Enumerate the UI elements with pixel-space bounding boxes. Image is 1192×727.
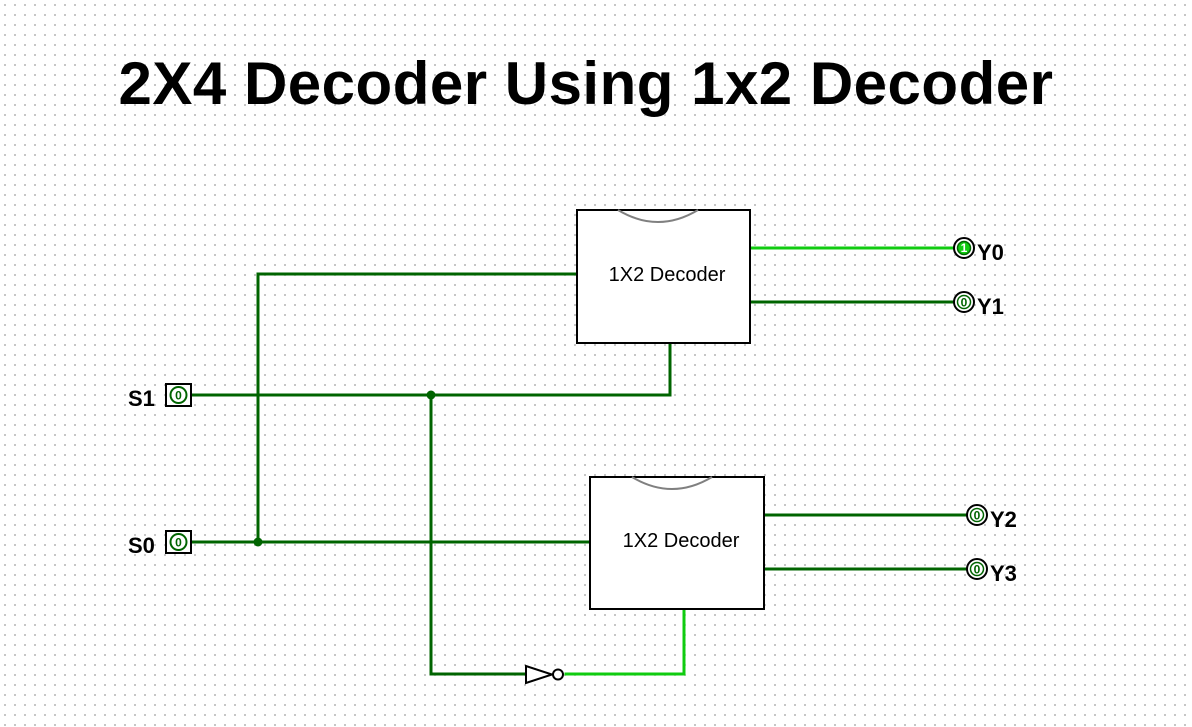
output-pin-value: 1	[961, 241, 968, 255]
output-pin-label: Y0	[977, 240, 1004, 265]
output-pin-label: Y1	[977, 294, 1004, 319]
page-title: 2X4 Decoder Using 1x2 Decoder	[118, 50, 1054, 117]
input-pin-s1[interactable]: S1 0	[128, 383, 192, 411]
not-gate-triangle-icon	[525, 664, 556, 685]
not-gate[interactable]	[525, 664, 564, 685]
wire-s1-branch-inverter	[429, 393, 528, 676]
output-pin-y1: 0 Y1	[953, 291, 1004, 319]
output-pin-value: 0	[974, 509, 981, 523]
junction-dot-s0	[253, 537, 263, 547]
input-pin-s0[interactable]: S0 0	[128, 530, 192, 558]
decoder-block-lower[interactable]: 1X2 Decoder	[589, 476, 765, 610]
junction-dot-s1	[426, 390, 436, 400]
output-pin-label: Y3	[990, 561, 1017, 586]
input-pin-value: 0	[175, 389, 182, 403]
output-pin-y0: 1 Y0	[953, 237, 1004, 265]
not-gate-bubble-icon	[552, 668, 564, 681]
input-pin-value: 0	[175, 536, 182, 550]
notch-icon	[631, 476, 713, 490]
output-pin-label: Y2	[990, 507, 1017, 532]
input-pin-label: S0	[128, 533, 155, 558]
wire-inverter-out	[564, 606, 686, 676]
output-pin-y2: 0 Y2	[966, 504, 1017, 532]
notch-icon	[617, 209, 699, 223]
wire-s0-branch-upper	[256, 272, 579, 544]
input-pin-label: S1	[128, 386, 155, 411]
decoder-block-upper[interactable]: 1X2 Decoder	[576, 209, 751, 344]
output-pin-y3: 0 Y3	[966, 558, 1017, 586]
wire-s1-bus	[189, 340, 672, 397]
decoder-label: 1X2 Decoder	[623, 530, 740, 552]
output-pin-value: 0	[961, 296, 968, 310]
decoder-label: 1X2 Decoder	[609, 264, 726, 286]
output-pin-value: 0	[974, 563, 981, 577]
